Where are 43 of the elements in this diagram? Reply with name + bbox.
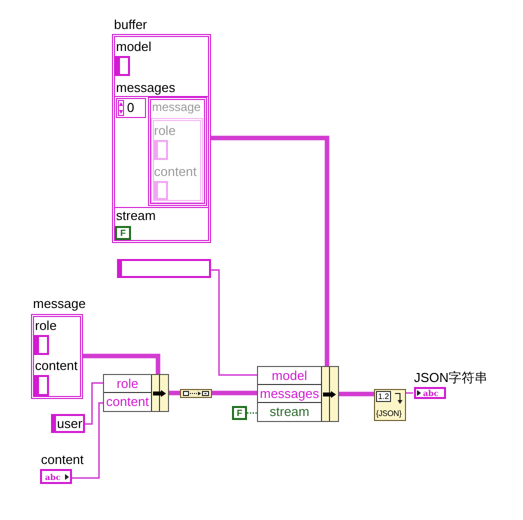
wire: [72, 402, 103, 479]
control-label: messages: [116, 80, 176, 95]
control-label: stream: [116, 208, 156, 223]
terminal-label: role: [104, 375, 151, 393]
wire: [247, 412, 257, 414]
string-constant: [117, 259, 211, 278]
control-label: model: [116, 39, 152, 54]
numeric-tag: 1.2: [376, 391, 392, 402]
node-text: {JSON}: [376, 409, 402, 419]
boolean-constant: F: [115, 226, 131, 240]
wire: [85, 382, 103, 425]
wire: [211, 269, 257, 376]
control-label: content: [154, 164, 197, 179]
string-constant: user: [51, 414, 85, 433]
wire: [169, 390, 180, 396]
cluster-constant: [112, 17, 211, 243]
control-label: message: [152, 100, 201, 115]
control-label: content: [41, 452, 84, 467]
bundle-node: [103, 374, 169, 412]
terminal-label: stream: [268, 403, 310, 421]
control-label: role: [154, 123, 176, 138]
terminal-text: abc: [423, 388, 439, 398]
control-label: message: [33, 296, 86, 311]
function-node: [180, 389, 212, 398]
wire: [212, 390, 257, 396]
array-index: [116, 98, 146, 118]
terminal-text: abc: [45, 472, 61, 482]
wire: [339, 392, 374, 396]
boolean-constant: F: [232, 406, 247, 420]
wire: [83, 354, 160, 374]
bundle-node: [257, 366, 339, 422]
wire: [211, 136, 330, 366]
cluster-element: [148, 97, 207, 206]
control-label: role: [35, 318, 57, 333]
control-label: JSON字符串: [414, 370, 488, 385]
index-value: 0: [127, 100, 134, 116]
terminal-label: content: [105, 393, 150, 411]
control-label: content: [35, 358, 78, 373]
wire: [406, 392, 413, 394]
function-node: [374, 389, 406, 421]
terminal-label: messages: [258, 385, 321, 403]
control-label: buffer: [114, 17, 148, 32]
terminal-label: model: [258, 367, 321, 385]
